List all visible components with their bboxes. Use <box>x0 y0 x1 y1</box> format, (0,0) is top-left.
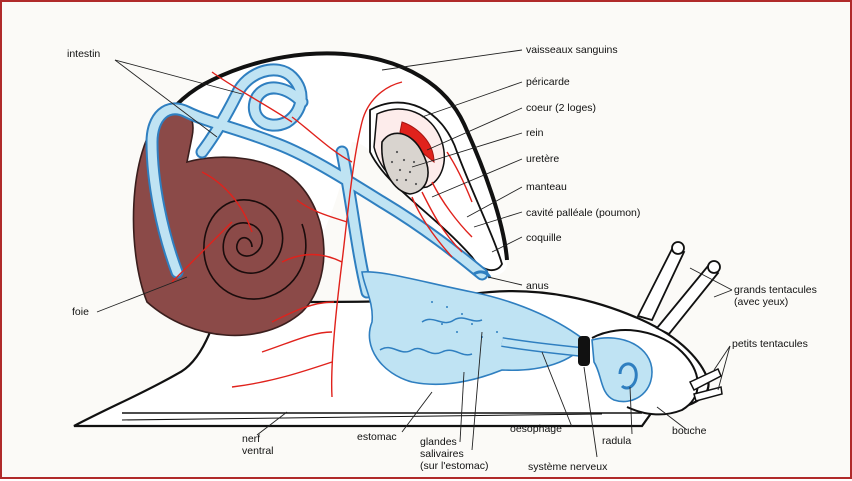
nerve-ring <box>578 336 590 366</box>
label-grands-tentacules: grands tentacules <box>734 284 817 296</box>
label-manteau: manteau <box>526 181 567 193</box>
label-coeur: coeur (2 loges) <box>526 102 596 114</box>
label-petits-tentacules: petits tentacules <box>732 338 808 350</box>
label-nerf: nerf <box>242 433 260 445</box>
label-systeme-nerveux: système nerveux <box>528 461 608 473</box>
label-pericarde: péricarde <box>526 76 570 88</box>
label-coquille: coquille <box>526 232 562 244</box>
label-foie: foie <box>72 306 89 318</box>
label-uretere: uretère <box>526 153 559 165</box>
label-anus: anus <box>526 280 549 292</box>
label-cavite-palleale: cavité palléale (poumon) <box>526 207 640 219</box>
label-radula: radula <box>602 435 631 447</box>
label-ventral: ventral <box>242 445 274 457</box>
label-estomac: estomac <box>357 431 397 443</box>
label-bouche: bouche <box>672 425 707 437</box>
label-oesophage: oesophage <box>510 423 562 435</box>
label-rein: rein <box>526 127 544 139</box>
label-vaisseaux-sanguins: vaisseaux sanguins <box>526 44 618 56</box>
label-avec-yeux: (avec yeux) <box>734 296 788 308</box>
label-intestin: intestin <box>67 48 100 60</box>
grands-tentacules <box>638 242 720 334</box>
label-salivaires: salivaires <box>420 448 464 460</box>
label-glandes: glandes <box>420 436 457 448</box>
label-sur-estomac: (sur l'estomac) <box>420 460 489 472</box>
